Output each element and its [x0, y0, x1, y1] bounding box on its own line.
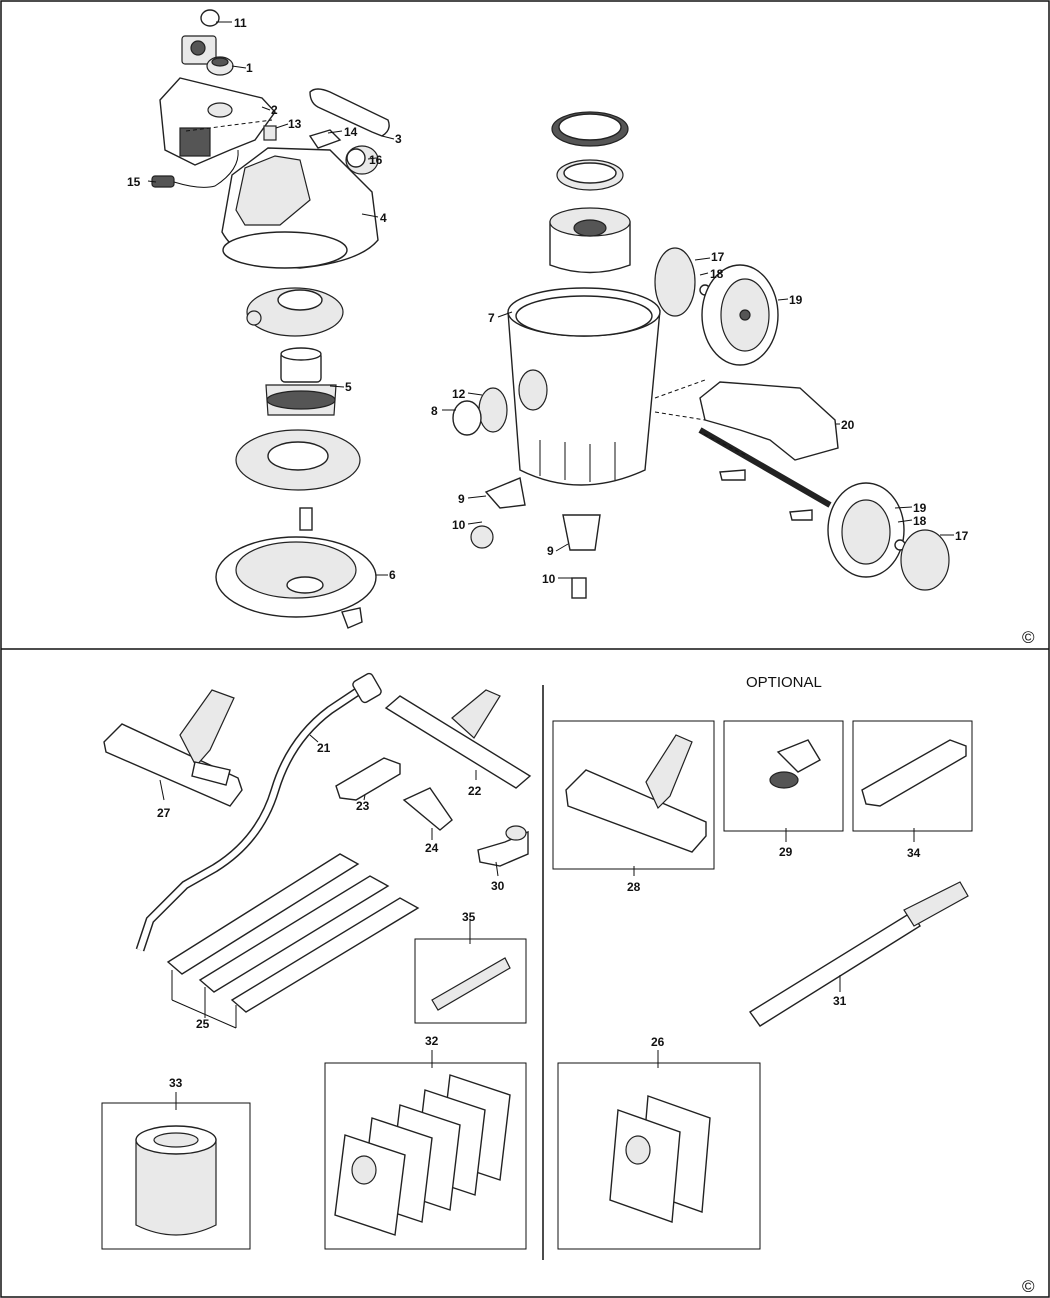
- part-motor: [265, 347, 337, 416]
- callout-25: 25: [196, 1017, 210, 1031]
- part-cartridge-housing: [549, 207, 631, 274]
- part-wheel-housing: [699, 381, 839, 461]
- part-hose: [135, 672, 382, 952]
- callout-11: 11: [234, 16, 247, 30]
- part-optional-crevice: [861, 739, 967, 807]
- callout-28: 28: [627, 880, 641, 894]
- part-adapter-cap: [505, 825, 527, 841]
- callout-10a: 10: [452, 518, 466, 532]
- part-axle-clip: [719, 469, 746, 481]
- callout-7: 7: [488, 311, 495, 325]
- part-floor-tool: [103, 689, 243, 807]
- callout-5: 5: [345, 380, 352, 394]
- part-wheel: [701, 264, 779, 366]
- part-knob: [206, 56, 234, 76]
- callout-33: 33: [169, 1076, 183, 1090]
- part-clip: [308, 129, 342, 149]
- part-motor-head-rim: [222, 231, 348, 269]
- part-motor-head-inner: [235, 155, 311, 226]
- part-inlet-seal: [478, 387, 508, 433]
- part-caster-mount: [484, 477, 526, 509]
- part-crevice-tool: [335, 757, 401, 801]
- part-inlet-port: [452, 400, 482, 436]
- part-extension-tubes: [166, 853, 420, 1013]
- part-dust-bags-2: [609, 1095, 711, 1223]
- part-wheel-2: [827, 482, 905, 578]
- leader-lines-bottom: [159, 734, 915, 1110]
- callout-24: 24: [425, 841, 439, 855]
- part-optional-floor-tool: [565, 734, 707, 853]
- callout-21: 21: [317, 741, 331, 755]
- copyright-bottom: ©: [1022, 1277, 1035, 1296]
- callout-35: 35: [462, 910, 476, 924]
- leader-lines-top: [147, 21, 954, 579]
- optional-heading: OPTIONAL: [746, 674, 822, 691]
- box-34: [852, 720, 973, 832]
- callout-17b: 17: [955, 529, 969, 543]
- callout-34: 34: [907, 846, 921, 860]
- part-top-cover-knob: [207, 102, 233, 118]
- part-brush-tool: [402, 787, 453, 831]
- callout-18b: 18: [913, 514, 927, 528]
- part-drum: [507, 287, 661, 486]
- callout-26: 26: [651, 1035, 665, 1049]
- part-dust-bags-5: [334, 1074, 511, 1236]
- part-cartridge-filter: [135, 1125, 217, 1236]
- part-wide-floor-tool: [384, 689, 532, 789]
- callout-32: 32: [425, 1034, 439, 1048]
- callout-9a: 9: [458, 492, 465, 506]
- callout-30: 30: [491, 879, 505, 893]
- callout-20: 20: [841, 418, 855, 432]
- callout-12: 12: [452, 387, 466, 401]
- callout-3: 3: [395, 132, 402, 146]
- part-hubcap: [654, 247, 696, 317]
- callout-13: 13: [288, 117, 302, 131]
- part-socket: [181, 9, 220, 65]
- assembly-line: [185, 119, 273, 132]
- part-13: [263, 125, 277, 141]
- callout-16: 16: [369, 153, 383, 167]
- callout-8: 8: [431, 404, 438, 418]
- callout-4: 4: [380, 211, 387, 225]
- callout-6: 6: [389, 568, 396, 582]
- callout-18a: 18: [710, 267, 724, 281]
- part-top-cover-window: [179, 127, 211, 157]
- assembly-line-2: [654, 379, 746, 456]
- callout-29: 29: [779, 845, 793, 859]
- part-filter-cage: [215, 507, 377, 629]
- part-axle-clip-2: [789, 509, 813, 521]
- part-caster-mount-2: [562, 514, 601, 551]
- part-inlet: [345, 145, 379, 175]
- box-29: [723, 720, 844, 832]
- box-26: [557, 1062, 761, 1250]
- callout-31: 31: [833, 994, 847, 1008]
- box-32: [324, 1062, 527, 1250]
- callout-10b: 10: [542, 572, 556, 586]
- callout-14: 14: [344, 125, 358, 139]
- callout-19b: 19: [913, 501, 927, 515]
- callout-27: 27: [157, 806, 171, 820]
- part-round-brush: [769, 739, 821, 789]
- callout-19a: 19: [789, 293, 803, 307]
- callout-23: 23: [356, 799, 370, 813]
- part-caster: [470, 525, 494, 549]
- callout-1: 1: [246, 61, 253, 75]
- part-handle: [309, 88, 390, 137]
- copyright-top: ©: [1022, 628, 1035, 647]
- callout-9b: 9: [547, 544, 554, 558]
- part-drum-rings: [551, 111, 629, 191]
- callout-17a: 17: [711, 250, 725, 264]
- part-cone-adapter: [431, 957, 511, 1011]
- callout-15: 15: [127, 175, 141, 189]
- part-axle: [698, 427, 832, 508]
- part-caster-2: [571, 577, 587, 599]
- callout-22: 22: [468, 784, 482, 798]
- part-hubcap-2: [900, 529, 950, 591]
- part-motor-seal: [246, 287, 344, 337]
- part-telescopic-tube: [748, 881, 969, 1027]
- callout-2: 2: [271, 103, 278, 117]
- part-motor-base: [235, 429, 361, 491]
